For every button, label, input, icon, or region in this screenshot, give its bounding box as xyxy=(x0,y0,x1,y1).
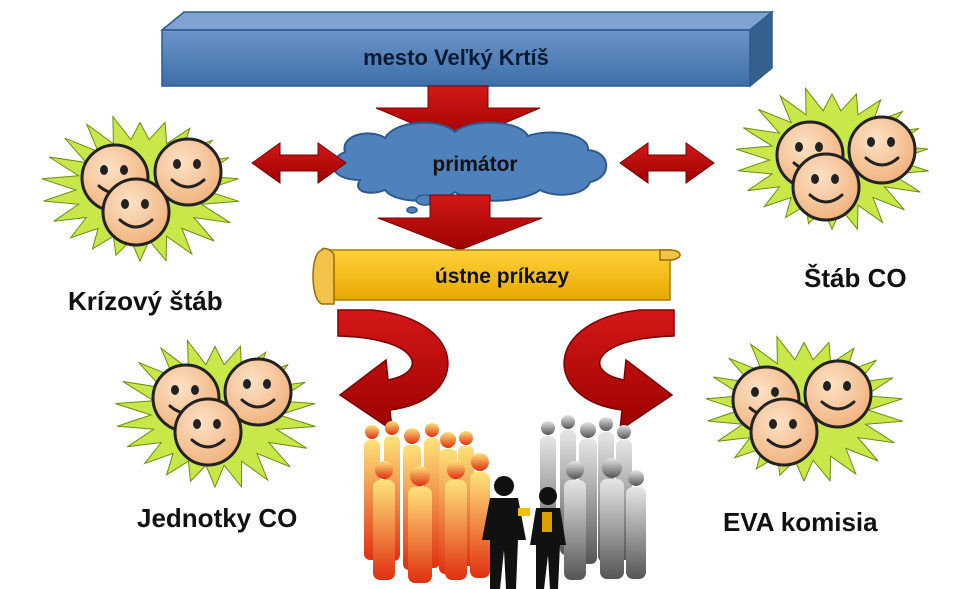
group-label-krizovy-stab: Krízový štáb xyxy=(68,286,223,316)
smiley-face-icon xyxy=(153,137,223,207)
smiley-face-icon xyxy=(749,397,819,467)
top-box xyxy=(159,10,775,88)
starburst-stab-co xyxy=(736,86,929,231)
smiley-face-icon xyxy=(791,152,861,222)
scroll-banner-title: ústne príkazy xyxy=(434,265,570,288)
smiley-face-icon xyxy=(847,115,917,185)
starburst-eva-komisia xyxy=(705,335,903,483)
arrow-down-2 xyxy=(377,194,543,251)
top-box-title: mesto Veľký Krtíš xyxy=(363,45,549,70)
smiley-face-icon xyxy=(101,177,171,247)
smiley-face-icon xyxy=(173,397,243,467)
curved-arrow-left xyxy=(337,309,449,432)
starburst-jednotky-co xyxy=(115,338,316,489)
crowd-image xyxy=(364,415,646,589)
group-label-eva-komisia: EVA komisia xyxy=(723,507,878,537)
cloud-title: primátor xyxy=(432,153,518,176)
scroll-banner xyxy=(312,247,681,305)
curved-arrow-right xyxy=(563,309,675,432)
double-arrow-right xyxy=(619,142,715,184)
group-label-stab-co: Štáb CO xyxy=(804,263,907,293)
double-arrow-left xyxy=(251,142,347,184)
smiley-face-icon xyxy=(803,359,873,429)
smiley-face-icon xyxy=(223,357,293,427)
group-label-jednotky-co: Jednotky CO xyxy=(137,503,298,533)
starburst-krizovy-stab xyxy=(41,115,239,263)
